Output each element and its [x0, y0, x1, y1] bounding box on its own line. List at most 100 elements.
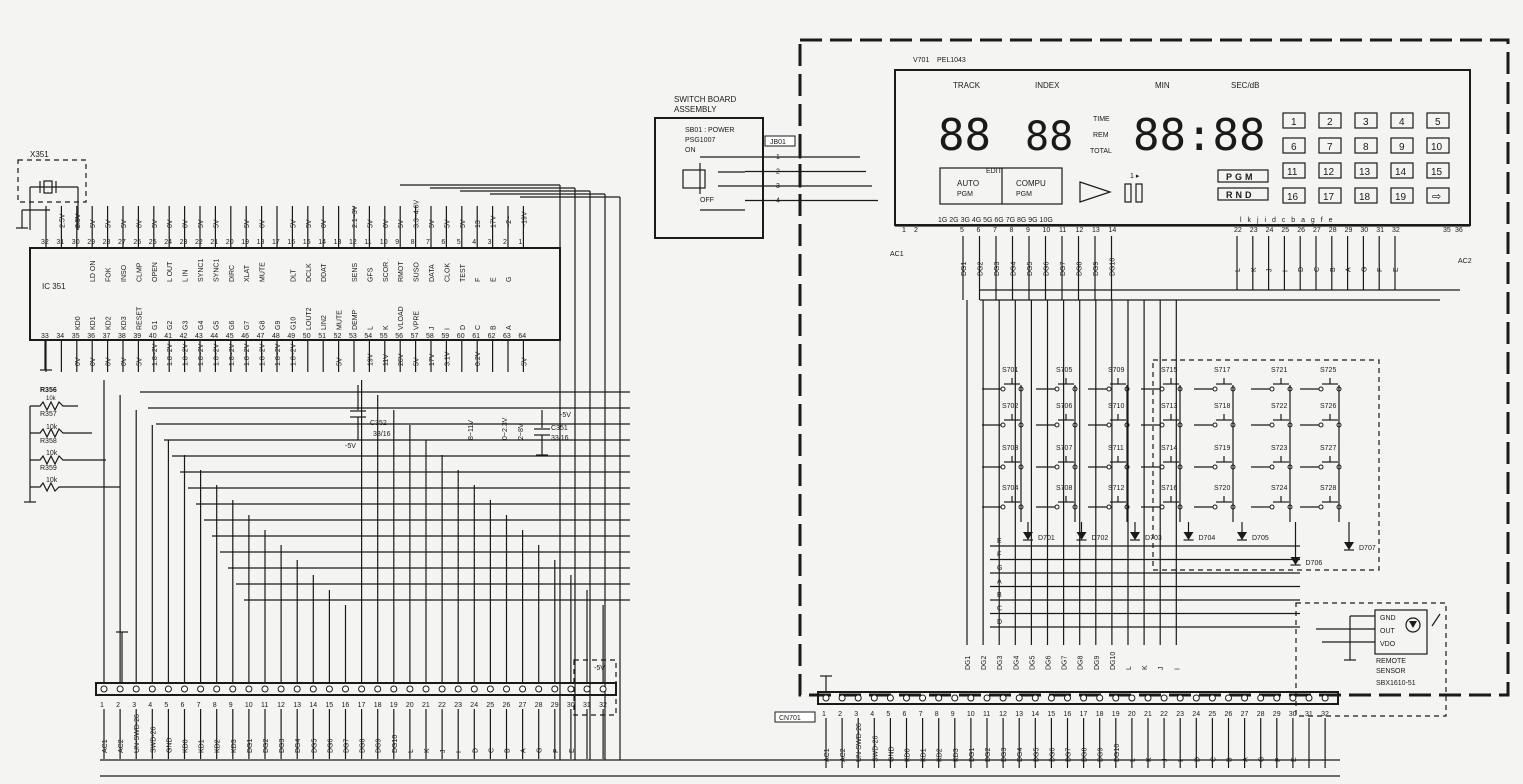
- connector-pin-number: 25: [486, 702, 494, 709]
- ic-top-pin-voltage: 5V: [290, 219, 297, 228]
- segment-labels: l k j i d c b a g f e: [1240, 217, 1335, 224]
- track-number-box: [1354, 137, 1378, 154]
- r358-label: R358: [40, 438, 57, 445]
- v-2-8-label: 2~8V: [518, 423, 525, 440]
- display-pin: 10: [1043, 227, 1051, 234]
- connector-pin: [1305, 694, 1313, 702]
- switch-label: S702: [1002, 403, 1018, 410]
- seg-label: C: [1314, 267, 1321, 272]
- ic-top-pin-voltage: 13: [475, 220, 482, 228]
- connector-signal-label: DG7: [1066, 748, 1073, 763]
- connector-signal-label: G: [1259, 757, 1266, 762]
- connector-pin-number: 31: [1305, 711, 1313, 718]
- track-number: 13: [1359, 167, 1371, 178]
- ic-top-pin-name: SUSO: [414, 262, 421, 282]
- connector-signal-label: C: [488, 748, 495, 753]
- c352-label: C352: [370, 420, 387, 427]
- display-pin: 35: [1443, 227, 1451, 234]
- track-number-box: [1354, 112, 1378, 129]
- ic-bottom-pin-voltage: 5V: [521, 357, 528, 366]
- ic-bottom-pin-name: G2: [167, 321, 174, 330]
- ic-top-pin-voltage: 0V: [136, 219, 143, 228]
- ic-bottom-pin-number: 45: [226, 333, 234, 340]
- switch-off-label: OFF: [700, 197, 714, 204]
- ic-bottom-pin-name: KD0: [75, 316, 82, 330]
- r356-label: R356: [40, 387, 57, 394]
- switch-label: S724: [1271, 485, 1287, 492]
- arrow-box: [1426, 187, 1450, 204]
- ic351-ref: IC 351: [42, 282, 66, 291]
- ic-bottom-pin-number: 61: [472, 333, 480, 340]
- switch-label: S720: [1214, 485, 1230, 492]
- switch-label: S715: [1161, 367, 1177, 374]
- remote-vdo-label: VDO: [1380, 641, 1396, 648]
- ic-bottom-pin-name: VPRE: [414, 311, 421, 330]
- track-number: 14: [1395, 167, 1407, 178]
- ic-bottom-pin-name: J: [429, 327, 436, 331]
- ic-bottom-pin-name: G10: [290, 317, 297, 330]
- display-pin: 32: [1392, 227, 1400, 234]
- connector-pin: [342, 685, 349, 693]
- connector-signal-label: DG3: [1001, 748, 1008, 763]
- ic-top-pin-voltage: ~19V: [521, 211, 528, 228]
- ic-top-pin-number: 32: [41, 239, 49, 246]
- connector-pin: [1096, 694, 1104, 702]
- connector-pin-number: 5: [164, 702, 168, 709]
- ic-top-pin-name: L OUT: [167, 261, 174, 282]
- connector-signal-label: DG6: [327, 739, 334, 754]
- time-digits: 88:88: [1133, 110, 1265, 161]
- connector-signal-label: DG8: [1082, 748, 1089, 763]
- ic-top-pin-name: SENS: [352, 263, 359, 282]
- jb01-label: JB01: [770, 139, 786, 146]
- connector-upper-label: DG5: [1029, 656, 1036, 671]
- connector-pin: [374, 685, 382, 693]
- connector-pin-number: 2: [838, 711, 842, 718]
- switch-label: S722: [1271, 403, 1287, 410]
- switch-label: S726: [1320, 403, 1336, 410]
- connector-signal-label: F: [553, 749, 560, 753]
- front-board-outline: [798, 38, 1510, 697]
- dg-label: DG4: [1011, 262, 1018, 277]
- track-number: 2: [1327, 117, 1333, 128]
- connector-pin: [164, 685, 172, 693]
- connector-pin-number: 20: [1128, 711, 1136, 718]
- seg-label: L: [1235, 268, 1242, 272]
- index-digits: 88: [1025, 114, 1073, 160]
- connector-pin-number: 17: [358, 702, 366, 709]
- connector-pin: [1192, 694, 1200, 702]
- diode-icon: [1290, 557, 1301, 565]
- seg-label: B: [1330, 267, 1337, 272]
- dg-label: DG6: [1044, 262, 1051, 277]
- seg-label: E: [1393, 267, 1400, 272]
- connector-pin-number: 3: [854, 711, 858, 718]
- connector-pin-number: 13: [293, 702, 301, 709]
- connector-pin-number: 7: [919, 711, 923, 718]
- display-pin: 36: [1455, 227, 1463, 234]
- resistor-network: R356 10k R357 10k R358 10k R359 10k: [24, 387, 120, 503]
- switch-label: S707: [1056, 445, 1072, 452]
- connector-pin-number: 30: [567, 702, 575, 709]
- ic-bottom-pin-number: 43: [195, 333, 203, 340]
- display-part: PEL1043: [937, 57, 966, 64]
- switch-terminal: [1212, 464, 1218, 470]
- ic-top-pin-number: 29: [87, 239, 95, 246]
- ic-bottom-pin-name: G5: [213, 321, 220, 330]
- connector-upper-label: DG7: [1062, 656, 1069, 671]
- switch-terminal: [1106, 464, 1112, 470]
- diode-icon: [1344, 542, 1354, 550]
- connector-upper-label: DG10: [1110, 652, 1117, 670]
- connector-signal-label: UN-SWD-26: [134, 714, 141, 753]
- switch-label: S712: [1108, 485, 1124, 492]
- connector-pin: [519, 685, 527, 693]
- display-pin: 13: [1092, 227, 1100, 234]
- ic-bottom-pin-number: 55: [380, 333, 388, 340]
- display-pin: 31: [1376, 227, 1384, 234]
- ic-bottom-pin-number: 34: [56, 333, 64, 340]
- connector-pin: [822, 694, 830, 702]
- connector-pin-number: 15: [325, 702, 333, 709]
- ic-bottom-pin-name: KD1: [90, 316, 97, 330]
- connector-pin-number: 28: [535, 702, 543, 709]
- ic-top-pin-voltage: 5V: [152, 219, 159, 228]
- connector-signal-label: SWD-26: [872, 735, 879, 762]
- connector-signal-label: UN-SWD-26: [856, 723, 863, 762]
